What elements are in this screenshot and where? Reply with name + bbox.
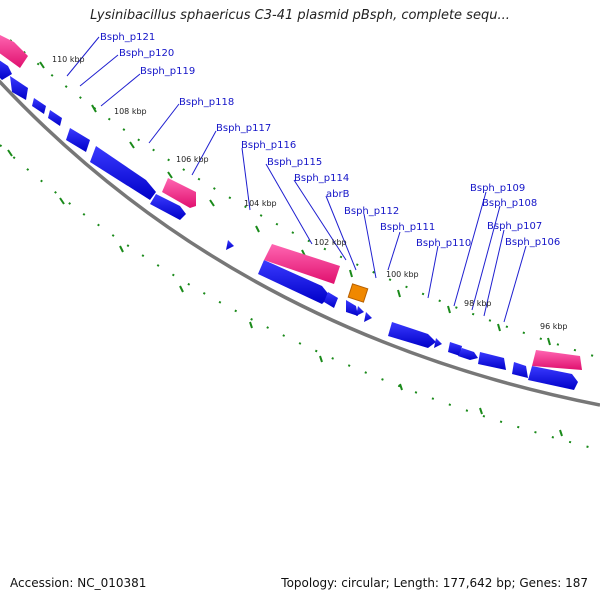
gene-label: Bsph_p111 <box>380 222 435 233</box>
cds-feature <box>150 194 186 220</box>
cds-feature <box>90 146 156 200</box>
tick-label: 106 kbp <box>176 155 209 164</box>
topology-summary: Topology: circular; Length: 177,642 bp; … <box>281 576 588 590</box>
tick-label: 104 kbp <box>244 199 277 208</box>
gene-label: Bsph_p108 <box>482 198 537 209</box>
forward-cds-track <box>0 60 578 390</box>
cds-feature <box>388 322 436 348</box>
cds-feature <box>532 350 582 370</box>
cds-feature <box>364 312 372 322</box>
cds-feature <box>478 352 506 370</box>
gene-label: Bsph_p114 <box>294 173 349 184</box>
tick-label: 100 kbp <box>386 270 419 279</box>
gc-skew-outer-arc <box>9 39 600 359</box>
cds-feature <box>162 178 196 208</box>
cds-feature <box>528 366 578 390</box>
cds-feature <box>0 60 12 80</box>
abrb-feature <box>347 283 369 303</box>
accession-text: Accession: NC_010381 <box>10 576 147 590</box>
cds-feature <box>346 300 358 316</box>
gene-label: Bsph_p121 <box>100 32 155 43</box>
tick-marks <box>7 61 563 437</box>
label-leaders <box>66 36 527 323</box>
tick-label: 98 kbp <box>464 299 492 308</box>
gene-labels: Bsph_p121 Bsph_p120 Bsph_p119 Bsph_p118 … <box>100 32 560 249</box>
gene-label: Bsph_p107 <box>487 221 542 232</box>
tick-labels: 110 kbp 108 kbp 106 kbp 104 kbp 102 kbp … <box>52 55 568 331</box>
gene-label: Bsph_p117 <box>216 123 271 134</box>
gene-label: Bsph_p118 <box>179 97 234 108</box>
tick-label: 96 kbp <box>540 322 568 331</box>
cds-feature <box>258 260 330 304</box>
backbone-circle <box>0 79 600 407</box>
gene-label: Bsph_p119 <box>140 66 195 77</box>
cds-feature <box>324 292 338 308</box>
cds-feature <box>0 35 28 68</box>
reverse-cds-track <box>0 35 582 370</box>
cds-feature <box>356 306 364 316</box>
map-title: Lysinibacillus sphaericus C3-41 plasmid … <box>90 8 510 23</box>
cds-feature <box>458 348 478 360</box>
tick-label: 102 kbp <box>314 238 347 247</box>
gene-label: Bsph_p115 <box>267 157 322 168</box>
tick-label: 110 kbp <box>52 55 85 64</box>
cds-feature <box>434 338 442 348</box>
cds-feature <box>448 342 462 356</box>
gene-label: abrB <box>326 189 350 200</box>
gene-label: Bsph_p116 <box>241 140 296 151</box>
cds-feature <box>66 128 90 152</box>
gene-label: Bsph_p109 <box>470 183 525 194</box>
cds-feature <box>264 244 340 284</box>
gene-label: Bsph_p106 <box>505 237 560 248</box>
tick-label: 108 kbp <box>114 107 147 116</box>
cds-feature <box>226 240 234 250</box>
cds-feature <box>512 362 528 378</box>
gene-label: Bsph_p110 <box>416 238 471 249</box>
cds-feature <box>10 76 28 100</box>
cds-feature <box>48 110 62 126</box>
cds-feature <box>32 98 46 114</box>
gene-label: Bsph_p120 <box>119 48 174 59</box>
gene-label: Bsph_p112 <box>344 206 399 217</box>
